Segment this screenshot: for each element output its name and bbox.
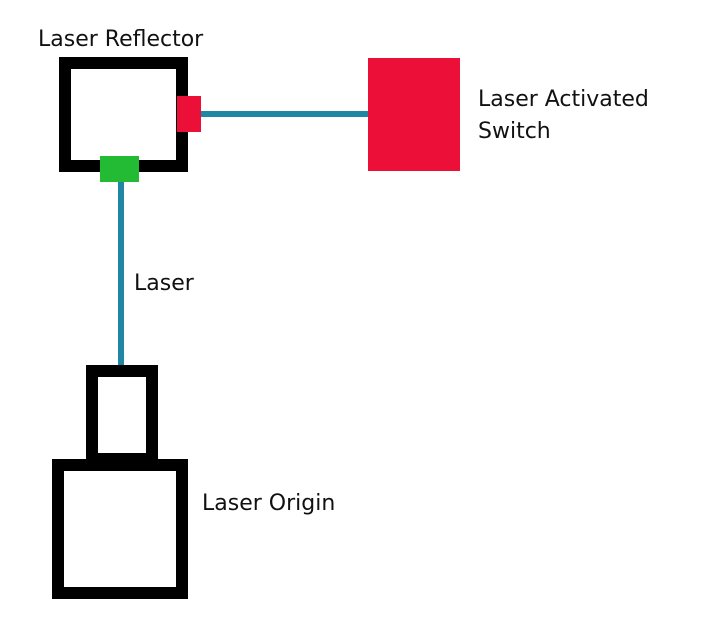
reflector-input-port [100,156,139,182]
label-laser: Laser [134,271,194,296]
reflector-output-port [177,96,201,132]
label-laser-reflector: Laser Reflector [38,27,204,52]
label-switch-line-2: Switch [478,119,551,144]
label-switch-line-1: Laser Activated [478,87,649,112]
label-laser-origin: Laser Origin [202,491,336,516]
laser-origin-body [52,459,188,599]
laser-origin-emitter [86,365,158,465]
laser-activated-switch [368,58,460,171]
laser-reflector-box [59,57,188,172]
label-laser-activated-switch: Laser Activated Switch [478,84,649,148]
